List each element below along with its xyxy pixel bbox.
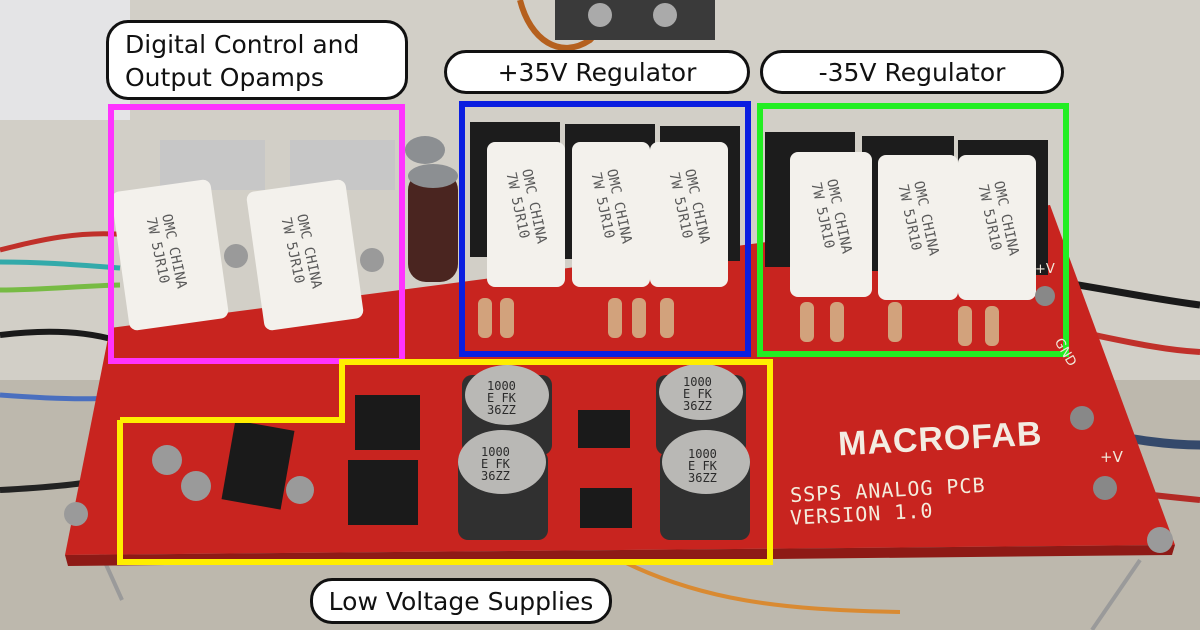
- power-resistor: [650, 142, 728, 287]
- capacitor-marking: 1000 E FK 36ZZ: [688, 447, 717, 485]
- standoff: [1090, 558, 1142, 630]
- power-resistor: [246, 179, 364, 331]
- power-resistor: [790, 152, 872, 297]
- terminal-screw: [588, 3, 612, 27]
- callout-digital-control: Digital Control and Output Opamps: [106, 20, 408, 100]
- wire-green: [0, 282, 121, 293]
- capacitor-marking: 1000 E FK 36ZZ: [487, 379, 516, 417]
- callout-neg35-regulator: -35V Regulator: [760, 50, 1064, 94]
- wire-orange: [619, 558, 901, 614]
- transistor-tab: [160, 140, 265, 190]
- region-box-digital: [108, 104, 405, 364]
- electrolytic-capacitor-top: [408, 164, 458, 188]
- electrolytic-capacitor-top: [405, 136, 445, 164]
- callout-pos35-regulator: +35V Regulator: [444, 50, 750, 94]
- capacitor-marking: 1000 E FK 36ZZ: [683, 375, 712, 413]
- terminal-block: [555, 0, 715, 40]
- small-caps: [152, 244, 384, 504]
- pad-label-plus-v-top: +V: [1035, 262, 1055, 277]
- small-resistors: [478, 298, 999, 346]
- callout-low-voltage-supplies: Low Voltage Supplies: [310, 578, 612, 624]
- region-box-neg35: [757, 103, 1069, 357]
- wire-black: [0, 328, 116, 343]
- power-resistor: [572, 142, 650, 287]
- power-resistor: [487, 142, 565, 287]
- pad-label-plus-v: +V: [1100, 448, 1123, 466]
- capacitor-marking: 1000 E FK 36ZZ: [481, 445, 510, 483]
- electrolytic-capacitor: [408, 172, 458, 282]
- power-resistor: [878, 155, 958, 300]
- smd-capacitors: [458, 364, 750, 540]
- power-resistor: [958, 155, 1036, 300]
- terminal-screw: [653, 3, 677, 27]
- region-box-lowv: [117, 359, 773, 565]
- smd-regulators: [221, 395, 632, 528]
- power-resistor: [111, 179, 229, 331]
- region-box-pos35: [459, 101, 751, 357]
- screw-terminals: [64, 286, 1173, 553]
